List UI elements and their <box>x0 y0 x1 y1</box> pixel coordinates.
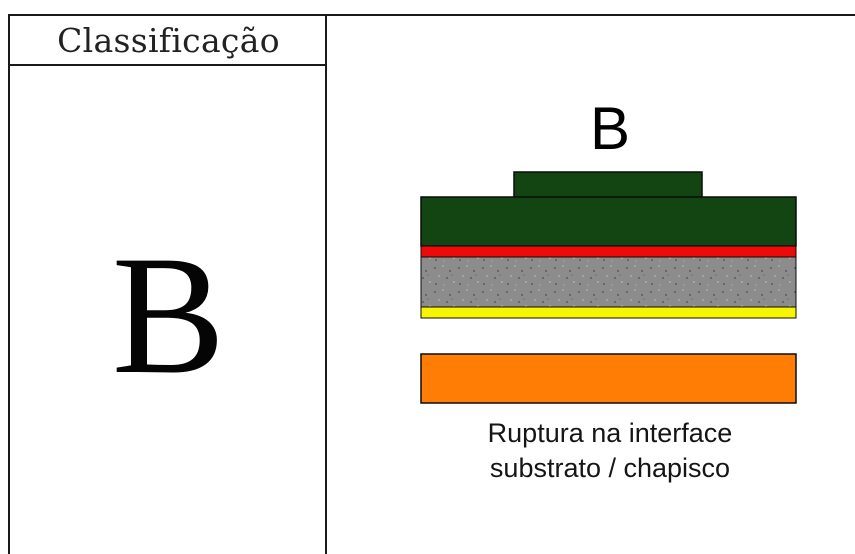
table-top-border <box>8 14 855 16</box>
classification-value: B <box>111 221 226 409</box>
diagram-label: B <box>589 94 631 162</box>
yellow-layer <box>420 306 797 319</box>
orange-substrate-layer <box>420 353 797 404</box>
table-left-border <box>8 14 10 554</box>
green-layer <box>420 196 797 247</box>
gray-concrete-layer <box>420 256 797 308</box>
header-bottom-border <box>8 64 327 66</box>
table-column-divider <box>325 14 327 554</box>
red-layer <box>420 245 797 258</box>
diagram-caption: Ruptura na interface substrato / chapisc… <box>400 416 820 486</box>
classification-header: Classificação <box>57 20 280 60</box>
caption-line-2: substrato / chapisco <box>489 453 731 483</box>
caption-line-1: Ruptura na interface <box>487 418 733 448</box>
top-layer-cap <box>513 171 703 199</box>
